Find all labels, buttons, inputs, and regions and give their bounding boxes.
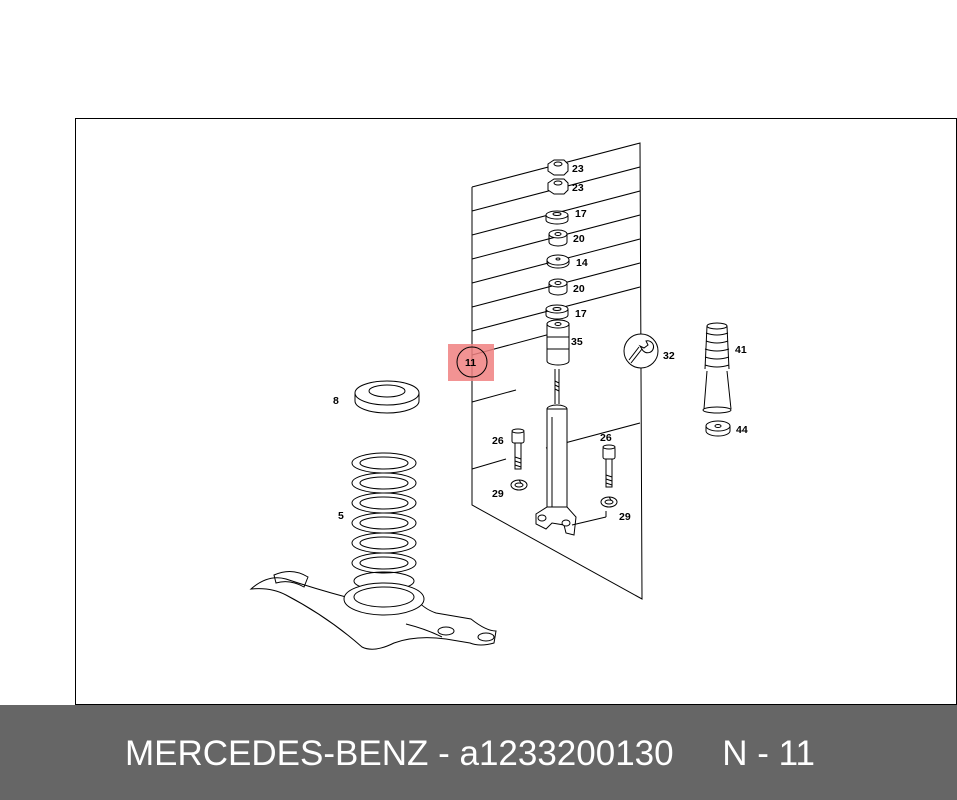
callout-20-top: 20 (573, 233, 585, 245)
callout-23-bottom: 23 (572, 182, 584, 194)
exploded-parts-diagram: 23 23 17 20 14 20 17 35 11 32 41 44 8 5 … (249, 142, 748, 650)
part-washer-44[interactable] (705, 420, 731, 437)
part-bolt-26-right[interactable] (602, 444, 616, 488)
callout-5: 5 (338, 510, 344, 522)
callout-17-top: 17 (575, 208, 587, 220)
highlight-marker (448, 344, 494, 381)
footer-bar (0, 705, 957, 800)
callout-8: 8 (333, 395, 339, 407)
footer-spacer (674, 734, 723, 773)
footer-caption: MERCEDES-BENZ - a1233200130 N - 11 (125, 734, 815, 774)
part-lock-washer-29-left[interactable] (510, 479, 528, 491)
part-coil-spring-5[interactable] (351, 452, 417, 591)
footer-position: N - 11 (722, 734, 815, 773)
parts-diagram-frame: 23 23 17 20 14 20 17 35 11 32 41 44 8 5 … (75, 118, 957, 705)
callout-32: 32 (663, 350, 675, 362)
part-bushing-20-top[interactable] (548, 229, 568, 247)
part-shock-absorber-11[interactable] (535, 369, 577, 536)
part-dust-boot-41[interactable] (702, 322, 732, 414)
callout-11: 11 (465, 357, 476, 369)
wrench-tool-icon (623, 333, 659, 369)
footer-brand: MERCEDES-BENZ (125, 734, 429, 773)
part-bushing-20-bottom[interactable] (548, 278, 568, 296)
part-lock-washer-29-right[interactable] (600, 496, 618, 508)
footer-separator: - (428, 734, 460, 773)
callout-20-bottom: 20 (573, 283, 585, 295)
callout-35: 35 (571, 336, 583, 348)
callout-23-top: 23 (572, 163, 584, 175)
part-washer-14[interactable] (546, 254, 570, 269)
part-washer-17-top[interactable] (545, 210, 569, 225)
part-bump-stop-35[interactable] (546, 319, 570, 366)
footer-part-number: a1233200130 (459, 734, 674, 773)
part-bolt-26-left[interactable] (511, 428, 525, 470)
callout-44: 44 (736, 424, 748, 436)
part-nut-23-bottom[interactable] (547, 178, 569, 195)
callout-41: 41 (735, 344, 747, 356)
part-lower-control-arm[interactable] (249, 571, 497, 650)
callout-29-right: 29 (619, 511, 631, 523)
callout-26-right: 26 (600, 432, 612, 444)
callout-26-left: 26 (492, 435, 504, 447)
callout-circle-11 (456, 346, 488, 378)
callout-17-bottom: 17 (575, 308, 587, 320)
part-spring-pad-8[interactable] (354, 380, 420, 414)
callout-29-left: 29 (492, 488, 504, 500)
part-nut-23-top[interactable] (547, 159, 569, 176)
callout-14: 14 (576, 257, 588, 269)
part-washer-17-bottom[interactable] (545, 304, 569, 320)
